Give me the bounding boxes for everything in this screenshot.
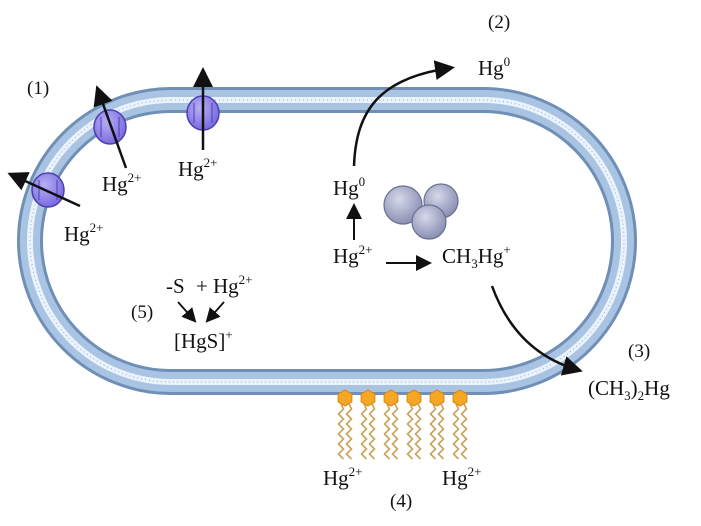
hg-ion-label: Hg2+	[178, 155, 218, 181]
plus-sign: +	[196, 274, 208, 298]
transport-channel-icon	[31, 172, 65, 208]
lipid-icon	[360, 389, 376, 460]
step-3-label: (3)	[628, 341, 651, 362]
hg-ion-label: Hg2+	[213, 272, 253, 298]
lipid-icon	[406, 389, 422, 460]
hg-ion-label: Hg2+	[333, 242, 373, 268]
lipid-icon	[452, 389, 468, 460]
step-1-label: (1)	[27, 78, 50, 99]
elemental-hg-label: Hg0	[478, 54, 511, 80]
volatilization-arrow	[352, 60, 455, 167]
cell-membrane	[17, 87, 637, 395]
complexation-arrow	[177, 301, 197, 323]
lipid-layer	[337, 389, 468, 460]
efflux-arrow	[7, 172, 81, 208]
lipid-icon	[383, 389, 399, 460]
complexation-arrow	[205, 301, 225, 323]
thiol-label: -S	[166, 274, 185, 298]
dimethylation-arrow	[490, 285, 583, 376]
step-4-label: (4)	[390, 491, 413, 512]
hgs-complex-label: [HgS]+	[174, 327, 233, 353]
methylmercury-label: CH3Hg+	[442, 242, 511, 271]
efflux-arrow	[93, 85, 128, 169]
elemental-hg-label: Hg0	[333, 174, 366, 200]
hg-ion-label: Hg2+	[102, 170, 142, 196]
hg-ion-label: Hg2+	[323, 464, 363, 490]
hg-ion-label: Hg2+	[64, 220, 104, 246]
hg-ion-label: Hg2+	[442, 464, 482, 490]
lipid-icon	[429, 389, 445, 460]
step-2-label: (2)	[488, 12, 511, 33]
vesicle-icon	[383, 183, 459, 240]
dimethylmercury-label: (CH3)2Hg	[588, 376, 670, 403]
step-5-label: (5)	[131, 302, 154, 323]
lipid-icon	[337, 389, 353, 460]
